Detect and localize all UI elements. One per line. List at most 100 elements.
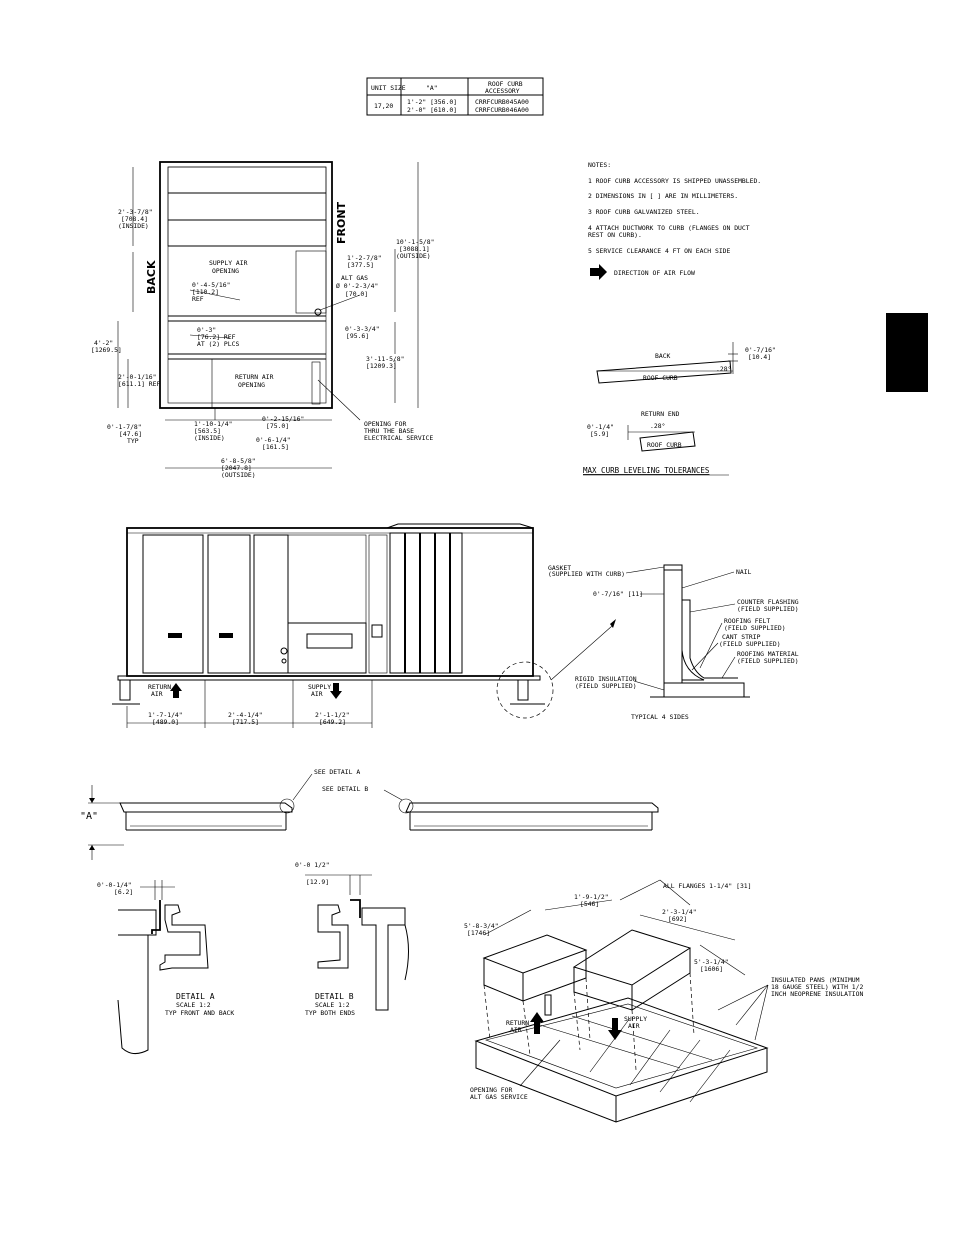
curb-elevation: "A" SEE DETAIL A SEE DETAIL B	[80, 768, 659, 860]
side-dim-2b: [717.5]	[232, 718, 259, 726]
iso-d-5-8-2: [1746]	[467, 929, 490, 937]
dim-4-5-16-2: [110.2]	[192, 288, 219, 296]
flash-insul-1: RIGID INSULATION	[575, 675, 637, 683]
dim-4-2-1: 4'-2"	[94, 339, 113, 347]
dim-3-ref-3: AT (2) PLCS	[197, 340, 239, 348]
dim-3-11-2: [1209.3]	[366, 362, 397, 370]
table-header-roof-curb: ROOF CURB	[488, 80, 523, 88]
flash-insul-2: (FIELD SUPPLIED)	[575, 682, 637, 690]
dim-10-1-2: [3088.1]	[399, 245, 430, 253]
iso-pans-2: 18 GAUGE STEEL) WITH 1/2	[771, 983, 863, 991]
return-opening-label-2: OPENING	[238, 381, 265, 389]
note-5: 5 SERVICE CLEARANCE 4 FT ON EACH SIDE	[588, 247, 731, 255]
flash-counter-2: (FIELD SUPPLIED)	[737, 605, 799, 613]
condenser-coil-grille	[389, 532, 463, 674]
dim-6-8-3: (OUTSIDE)	[221, 471, 256, 479]
level-back-label: BACK	[655, 352, 671, 360]
dim-3-3-4-1: 0'-3-3/4"	[345, 325, 380, 333]
det-b-dim-1: 0'-0 1/2"	[295, 861, 330, 869]
flash-typical: TYPICAL 4 SIDES	[631, 713, 689, 721]
flash-gasket-2: (SUPPLIED WITH CURB)	[548, 570, 625, 578]
control-panel	[287, 622, 367, 674]
level-return-end: RETURN END	[641, 410, 680, 418]
table-cell-accessory-2: CRRFCURB046A00	[475, 106, 529, 114]
section-tab-marker	[886, 313, 928, 392]
iso-pans-3: INCH NEOPRENE INSULATION	[771, 990, 863, 998]
iso-d-5-3-2: [1606]	[700, 965, 723, 973]
det-b-typ: TYP BOTH ENDS	[305, 1009, 355, 1017]
dim-1-10-2: [563.5]	[194, 427, 221, 435]
iso-d-5-8-1: 5'-8-3/4"	[464, 922, 499, 930]
supply-opening-label-2: OPENING	[212, 267, 239, 275]
air-flow-arrow-icon	[590, 264, 607, 280]
iso-return-2: AIR	[510, 1026, 522, 1034]
see-detail-a: SEE DETAIL A	[314, 768, 360, 776]
dim-10-1-3: (OUTSIDE)	[396, 252, 431, 260]
notes: NOTES: 1 ROOF CURB ACCESSORY IS SHIPPED …	[588, 161, 761, 280]
return-air-arrow-icon	[170, 683, 182, 698]
dim-3-ref-1: 0'-3"	[197, 326, 216, 334]
supply-air-arrow-icon	[330, 683, 342, 699]
level-back-dim-2: [10.4]	[748, 353, 771, 361]
dim-1-7-8-1: 0'-1-7/8"	[107, 423, 142, 431]
plan-view: FRONT BACK SUPPLY AIR OPENING RETURN AIR…	[91, 161, 434, 479]
table-cell-a-1: 1'-2" [356.0]	[407, 98, 457, 106]
dim-2-15-1: 0'-2-15/16"	[262, 415, 304, 423]
note-4b: REST ON CURB).	[588, 231, 642, 239]
alt-gas-1: ALT GAS	[341, 274, 368, 282]
iso-return-1: RETURN	[506, 1019, 529, 1027]
access-panel-1	[142, 534, 204, 674]
det-b-dim-2: [12.9]	[306, 878, 329, 886]
dim-1-10-3: (INSIDE)	[194, 434, 225, 442]
dim-6-1-4-2: [161.5]	[262, 443, 289, 451]
table-header-unit-size: UNIT SIZE	[371, 84, 406, 92]
table-cell-accessory-1: CRRFCURB045A00	[475, 98, 529, 106]
iso-supply-arrow-icon	[608, 1018, 622, 1040]
dim-inside-top-2: [708.4]	[121, 215, 148, 223]
table-cell-unit-size: 17,20	[374, 102, 393, 110]
flash-cant-2: (FIELD SUPPLIED)	[719, 640, 781, 648]
flash-gasket-1: GASKET	[548, 564, 571, 572]
level-roof-curb-1: ROOF CURB	[643, 374, 678, 382]
det-a-typ: TYP FRONT AND BACK	[165, 1009, 234, 1017]
notes-title: NOTES:	[588, 161, 611, 169]
dim-inside-top-1: 2'-3-7/8"	[118, 208, 153, 216]
table-cell-a-2: 2'-0" [610.0]	[407, 106, 457, 114]
det-b-title: DETAIL B	[315, 992, 354, 1001]
iso-d-2-3-1: 2'-3-1/4"	[662, 908, 697, 916]
side-return-air-2: AIR	[151, 690, 163, 698]
iso-gas-2: ALT GAS SERVICE	[470, 1093, 528, 1101]
flash-felt-2: (FIELD SUPPLIED)	[724, 624, 786, 632]
flash-material-1: ROOFING MATERIAL	[737, 650, 799, 658]
level-back-angle: .28°	[716, 365, 731, 373]
dim-1-2-7-2: [377.5]	[347, 261, 374, 269]
side-supply-air-1: SUPPLY	[308, 683, 331, 691]
alt-gas-hole-icon	[314, 308, 322, 316]
level-title: MAX CURB LEVELING TOLERANCES	[583, 466, 710, 475]
dim-3-11-1: 3'-11-5/8"	[366, 355, 404, 363]
table-header-accessory: ACCESSORY	[485, 87, 520, 95]
leader-arrow-icon	[610, 619, 616, 628]
flash-cant-1: CANT STRIP	[722, 633, 761, 641]
level-end-dim-1: 0'-1/4"	[587, 423, 614, 431]
iso-d-2-3-2: [692]	[668, 915, 687, 923]
iso-d-1-9-1: 1'-9-1/2"	[574, 893, 609, 901]
dim-1-2-7-1: 1'-2-7/8"	[347, 254, 382, 262]
dim-2-0-2: [611.1] REF	[118, 380, 160, 388]
iso-supply-2: AIR	[628, 1022, 640, 1030]
opening-note-2: THRU THE BASE	[364, 427, 414, 435]
dim-4-5-16-1: 0'-4-5/16"	[192, 281, 230, 289]
flashing-detail: GASKET (SUPPLIED WITH CURB) NAIL 0'-7/16…	[548, 564, 799, 721]
side-dim-3b: [649.2]	[319, 718, 346, 726]
iso-pans-1: INSULATED PANS (MINIMUM	[771, 976, 860, 984]
iso-view: ALL FLANGES 1-1/4" [31] 5'-8-3/4" [1746]…	[464, 879, 863, 1123]
flow-legend: DIRECTION OF AIR FLOW	[614, 269, 695, 277]
dim-3-3-4-2: [95.6]	[346, 332, 369, 340]
access-panel-3	[253, 534, 289, 674]
dim-3-ref-2: [76.2] REF	[197, 333, 236, 341]
note-2: 2 DIMENSIONS IN [ ] ARE IN MILLIMETERS.	[588, 192, 738, 200]
flash-counter-1: COUNTER FLASHING	[737, 598, 799, 606]
note-3: 3 ROOF CURB GALVANIZED STEEL.	[588, 208, 700, 216]
dim-1-7-8-3: TYP	[127, 437, 139, 445]
